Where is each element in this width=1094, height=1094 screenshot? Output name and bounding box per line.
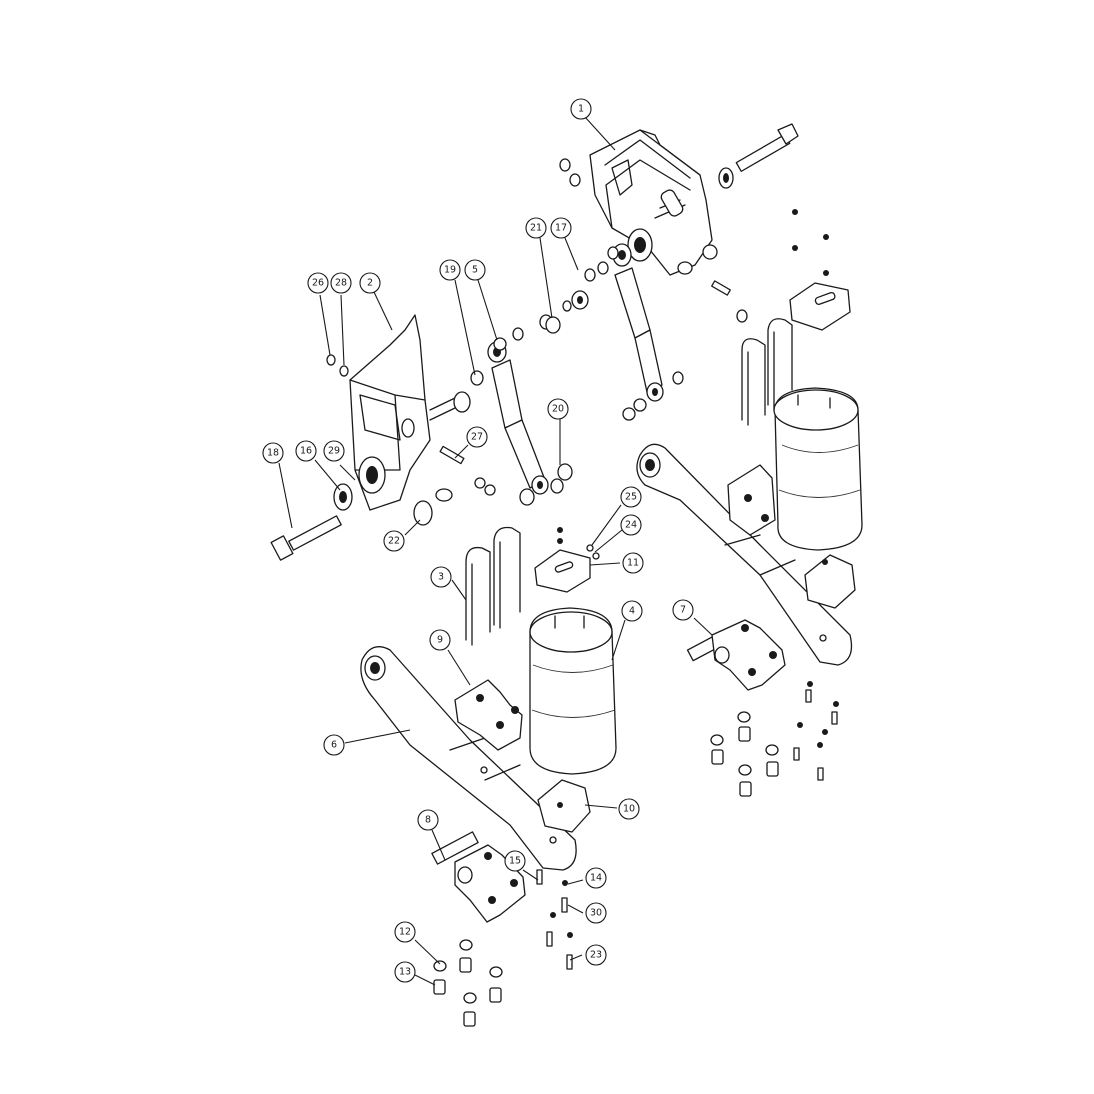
axle-seat-right xyxy=(686,619,786,691)
callout-25: 25 xyxy=(620,486,642,508)
callout-24: 24 xyxy=(620,514,642,536)
callout-balloons: 1 2 3 4 5 6 7 8 9 10 11 12 13 14 15 16 1… xyxy=(262,98,694,983)
svg-text:27: 27 xyxy=(471,432,483,443)
hanger-bracket-right xyxy=(589,129,713,276)
callout-9: 9 xyxy=(429,629,451,651)
callout-12: 12 xyxy=(394,921,416,943)
svg-text:13: 13 xyxy=(399,967,411,978)
svg-text:5: 5 xyxy=(472,265,478,276)
svg-text:23: 23 xyxy=(590,950,602,961)
shock-absorber-right xyxy=(545,243,684,421)
callout-19: 19 xyxy=(439,259,461,281)
callout-15: 15 xyxy=(504,850,526,872)
nuts-left xyxy=(326,354,496,526)
u-bolts-right xyxy=(741,318,793,426)
svg-text:11: 11 xyxy=(627,558,639,569)
nuts-upper-right xyxy=(559,158,748,323)
hardware-right xyxy=(710,681,839,797)
svg-text:14: 14 xyxy=(590,873,602,884)
svg-text:28: 28 xyxy=(335,278,347,289)
svg-text:30: 30 xyxy=(590,908,602,919)
svg-text:12: 12 xyxy=(399,927,411,938)
plate-left-lower xyxy=(537,779,591,833)
plate-right-lower xyxy=(804,554,856,609)
callout-5: 5 xyxy=(464,259,486,281)
svg-text:20: 20 xyxy=(552,404,564,415)
bolt-right-upper xyxy=(718,123,799,189)
trailing-arm-left xyxy=(360,646,577,871)
callout-20: 20 xyxy=(547,398,569,420)
callout-1: 1 xyxy=(570,98,592,120)
callout-16: 16 xyxy=(295,440,317,462)
callout-2: 2 xyxy=(359,272,381,294)
callout-22: 22 xyxy=(383,530,405,552)
axle-seat-left xyxy=(431,831,526,923)
svg-text:16: 16 xyxy=(300,446,312,457)
svg-text:26: 26 xyxy=(312,278,324,289)
callout-8: 8 xyxy=(417,809,439,831)
callout-18: 18 xyxy=(262,442,284,464)
callout-4: 4 xyxy=(621,600,643,622)
svg-text:29: 29 xyxy=(328,446,340,457)
svg-text:19: 19 xyxy=(444,265,456,276)
callout-30: 30 xyxy=(585,902,607,924)
air-spring-left xyxy=(529,607,617,775)
callout-17: 17 xyxy=(550,217,572,239)
callout-7: 7 xyxy=(672,599,694,621)
svg-text:17: 17 xyxy=(555,223,567,234)
callout-27: 27 xyxy=(466,426,488,448)
callout-13: 13 xyxy=(394,961,416,983)
callout-6: 6 xyxy=(323,734,345,756)
plate-right-upper xyxy=(789,209,851,331)
svg-text:9: 9 xyxy=(437,635,443,646)
callout-11: 11 xyxy=(622,552,644,574)
svg-text:3: 3 xyxy=(438,572,444,583)
svg-text:21: 21 xyxy=(530,223,542,234)
svg-text:22: 22 xyxy=(388,536,400,547)
shock-absorber-left xyxy=(470,314,573,506)
callout-26: 26 xyxy=(307,272,329,294)
callout-3: 3 xyxy=(430,566,452,588)
svg-text:6: 6 xyxy=(331,740,337,751)
callout-10: 10 xyxy=(618,798,640,820)
trailing-arm-right xyxy=(636,443,853,666)
svg-text:4: 4 xyxy=(629,606,635,617)
spring-seat-left xyxy=(454,679,523,751)
svg-text:25: 25 xyxy=(625,492,637,503)
bolt-left xyxy=(270,483,353,561)
u-bolts-left xyxy=(465,526,521,646)
svg-text:7: 7 xyxy=(680,605,686,616)
hardware-left xyxy=(433,869,573,1027)
svg-text:10: 10 xyxy=(623,804,635,815)
svg-text:8: 8 xyxy=(425,815,431,826)
callout-28: 28 xyxy=(330,272,352,294)
callout-29: 29 xyxy=(323,440,345,462)
svg-text:24: 24 xyxy=(625,520,637,531)
svg-text:2: 2 xyxy=(367,278,373,289)
callout-23: 23 xyxy=(585,944,607,966)
svg-text:15: 15 xyxy=(509,856,521,867)
air-spring-right xyxy=(773,387,863,551)
svg-text:1: 1 xyxy=(578,104,584,115)
callout-21: 21 xyxy=(525,217,547,239)
hanger-bracket-left xyxy=(349,314,471,511)
svg-text:18: 18 xyxy=(267,448,279,459)
plate-left-upper xyxy=(534,527,600,593)
callout-14: 14 xyxy=(585,867,607,889)
leader-lines xyxy=(278,116,713,986)
